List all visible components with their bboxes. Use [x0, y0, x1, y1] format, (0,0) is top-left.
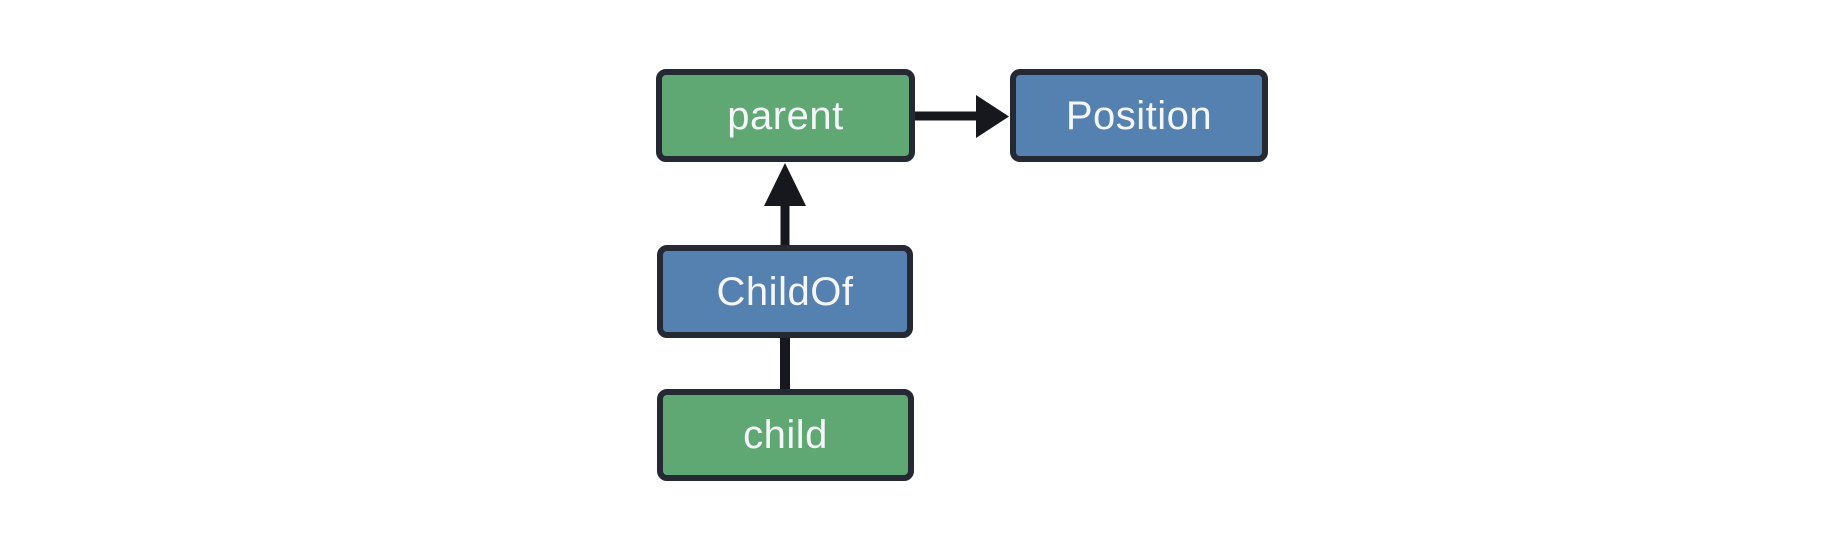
- node-child: child: [657, 389, 914, 481]
- edge-parent-position-arrow: [913, 95, 1009, 138]
- node-parent-label: parent: [727, 93, 844, 138]
- edge-parent-position-arrowhead-icon: [976, 95, 1009, 138]
- edge-childof-parent-arrowhead-icon: [764, 163, 806, 206]
- node-position-label: Position: [1065, 93, 1213, 138]
- edge-childof-parent-arrow: [764, 163, 806, 247]
- node-child-label: child: [743, 413, 828, 457]
- node-parent: parent: [656, 69, 915, 162]
- node-childof-label: ChildOf: [716, 269, 854, 314]
- node-position: Position: [1010, 69, 1268, 162]
- node-childof: ChildOf: [657, 245, 913, 338]
